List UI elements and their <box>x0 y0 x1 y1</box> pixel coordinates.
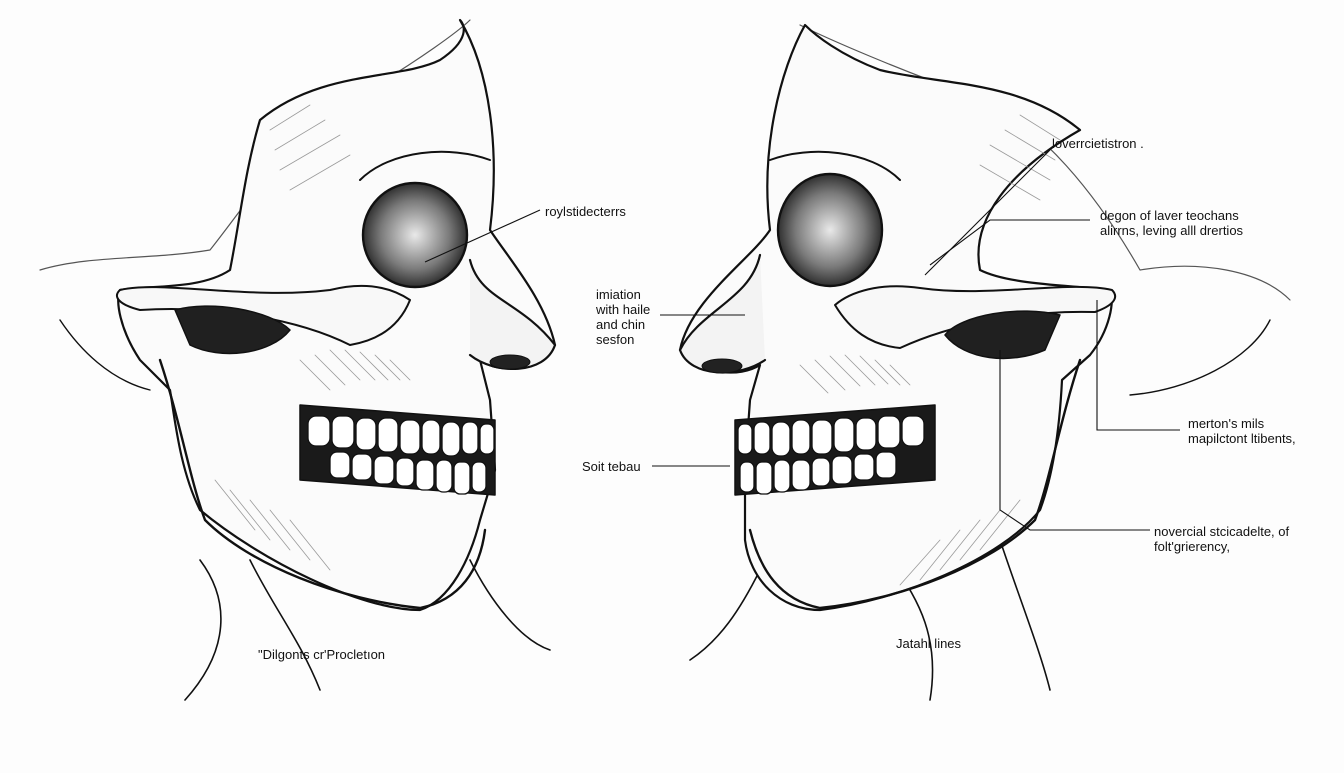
left-lower-teeth <box>329 451 487 495</box>
leader-right-jaw <box>1096 300 1180 431</box>
leader-lines <box>424 149 1180 531</box>
caption-right: Jatahl lines <box>896 636 962 651</box>
right-nose <box>678 253 767 374</box>
right-upper-teeth <box>737 415 925 457</box>
right-orbit <box>776 172 884 288</box>
label-right-jaw: merton's mils mapilctont ltibents, <box>1188 416 1296 446</box>
right-skull <box>678 23 1291 701</box>
left-brow <box>359 150 491 181</box>
right-lower-teeth <box>739 451 897 495</box>
right-fossa <box>944 310 1061 360</box>
right-skin-back <box>799 24 1291 301</box>
leader-right-low <box>999 350 1150 531</box>
left-orbit <box>361 181 469 289</box>
right-hatching <box>799 114 1061 586</box>
label-left-nose: imiation with haile and chin sesfon <box>596 287 651 347</box>
leader-left-orbit <box>424 209 541 263</box>
label-left-teeth: Soit tebau <box>582 459 641 474</box>
label-right-top: loverrcietistron . <box>1052 136 1144 151</box>
right-nostril <box>701 358 743 374</box>
label-right-mid: degon of laver teochans alirrns, leving … <box>1100 208 1244 238</box>
left-nostril <box>489 354 531 370</box>
label-right-low: novercial stcicadelte, of folt'grierency… <box>1154 524 1290 554</box>
left-fossa <box>174 305 291 355</box>
left-skin-ear <box>59 319 151 391</box>
left-upper-teeth <box>307 415 495 457</box>
left-hatching <box>214 104 411 571</box>
leader-right-mid <box>929 219 1090 266</box>
left-mandible <box>158 358 487 610</box>
caption-left: "Dilgonts cr'Procletıon <box>258 647 386 662</box>
leader-right-top <box>924 149 1051 276</box>
label-left-orbit: roylstidecterrs <box>545 204 626 219</box>
right-brow <box>769 150 901 181</box>
left-neck <box>184 559 551 701</box>
right-skin-ear <box>1129 319 1271 396</box>
left-skull <box>39 18 557 701</box>
right-mandible <box>748 358 1082 610</box>
